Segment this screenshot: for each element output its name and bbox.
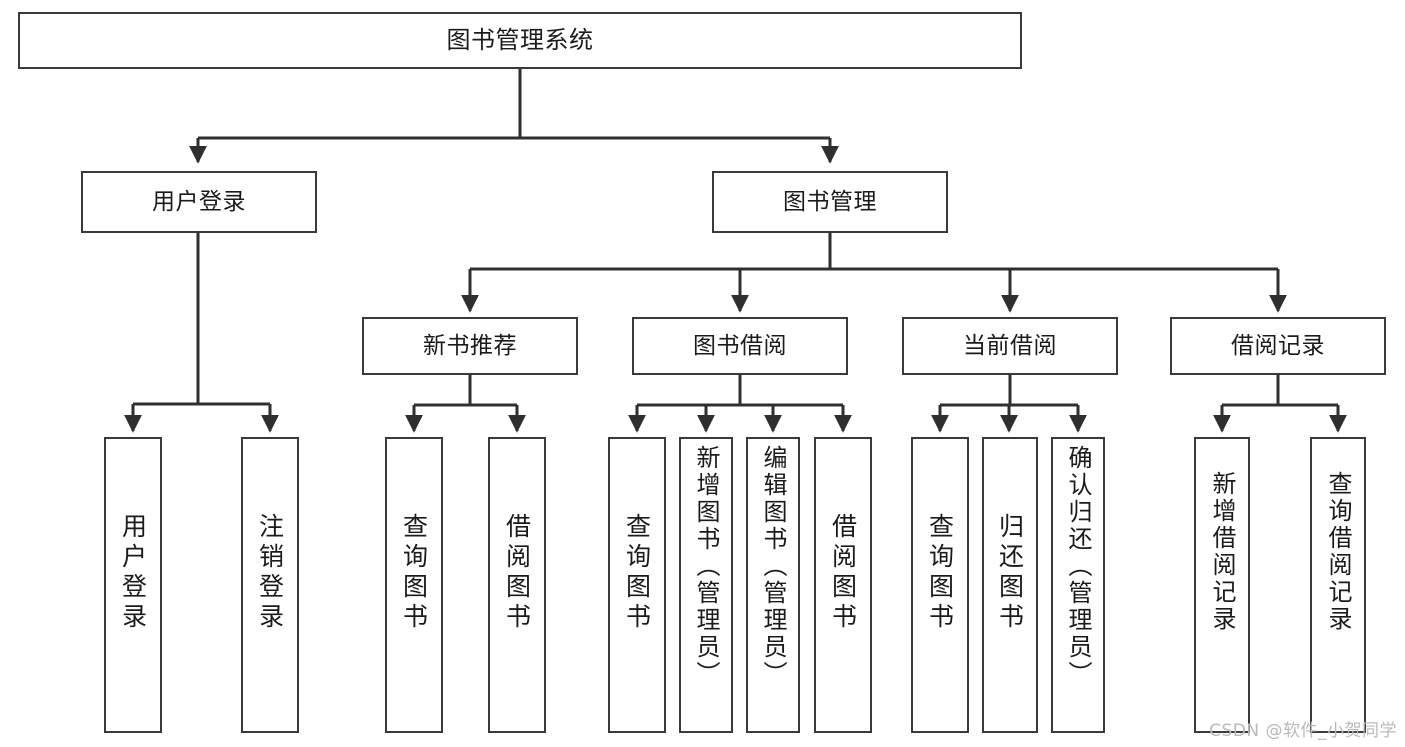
node-label: 新书推荐 — [423, 332, 517, 359]
node-label: 查询图书 — [925, 513, 955, 633]
node-label: 图书借阅 — [693, 332, 787, 359]
node-book-manage[interactable]: 图书管理 — [712, 171, 948, 233]
leaf-borrow-book-2[interactable]: 借阅图书 — [814, 437, 872, 733]
node-current-borrow[interactable]: 当前借阅 — [902, 317, 1118, 375]
leaf-logout[interactable]: 注销登录 — [241, 437, 299, 733]
node-label: 借阅图书 — [828, 513, 858, 633]
node-new-book-recommend[interactable]: 新书推荐 — [362, 317, 578, 375]
node-label: 用户登录 — [152, 188, 246, 215]
node-root-system[interactable]: 图书管理系统 — [18, 12, 1022, 69]
leaf-query-book-1[interactable]: 查询图书 — [385, 437, 443, 733]
node-label: 当前借阅 — [963, 332, 1057, 359]
node-label: 查询图书 — [622, 513, 652, 633]
node-borrow-record[interactable]: 借阅记录 — [1170, 317, 1386, 375]
leaf-query-book-2[interactable]: 查询图书 — [608, 437, 666, 733]
watermark-credit: CSDN @软件_小贺同学 — [1209, 721, 1397, 741]
leaf-borrow-book-1[interactable]: 借阅图书 — [488, 437, 546, 733]
leaf-user-login[interactable]: 用户登录 — [104, 437, 162, 733]
leaf-query-book-3[interactable]: 查询图书 — [911, 437, 969, 733]
leaf-confirm-return[interactable]: 确认归还（管理员） — [1051, 437, 1105, 733]
leaf-query-record[interactable]: 查询借阅记录 — [1310, 437, 1366, 733]
leaf-return-book[interactable]: 归还图书 — [982, 437, 1038, 733]
leaf-edit-book[interactable]: 编辑图书（管理员） — [746, 437, 800, 733]
node-label: 查询借阅记录 — [1324, 471, 1352, 633]
node-label: 借阅图书 — [502, 513, 532, 633]
node-label: 借阅记录 — [1231, 332, 1325, 359]
node-label: 注销登录 — [255, 513, 285, 633]
node-label: 新增图书（管理员） — [692, 445, 720, 688]
node-label: 编辑图书（管理员） — [759, 445, 787, 688]
node-label: 归还图书 — [995, 513, 1025, 633]
node-label: 图书管理系统 — [446, 25, 594, 54]
node-label: 新增借阅记录 — [1208, 471, 1236, 633]
node-user-login[interactable]: 用户登录 — [81, 171, 317, 233]
node-label: 确认归还（管理员） — [1064, 445, 1092, 688]
node-book-borrow[interactable]: 图书借阅 — [632, 317, 848, 375]
node-label: 图书管理 — [783, 188, 877, 215]
node-label: 用户登录 — [118, 513, 148, 633]
leaf-add-record[interactable]: 新增借阅记录 — [1194, 437, 1250, 733]
node-label: 查询图书 — [399, 513, 429, 633]
leaf-add-book[interactable]: 新增图书（管理员） — [679, 437, 733, 733]
